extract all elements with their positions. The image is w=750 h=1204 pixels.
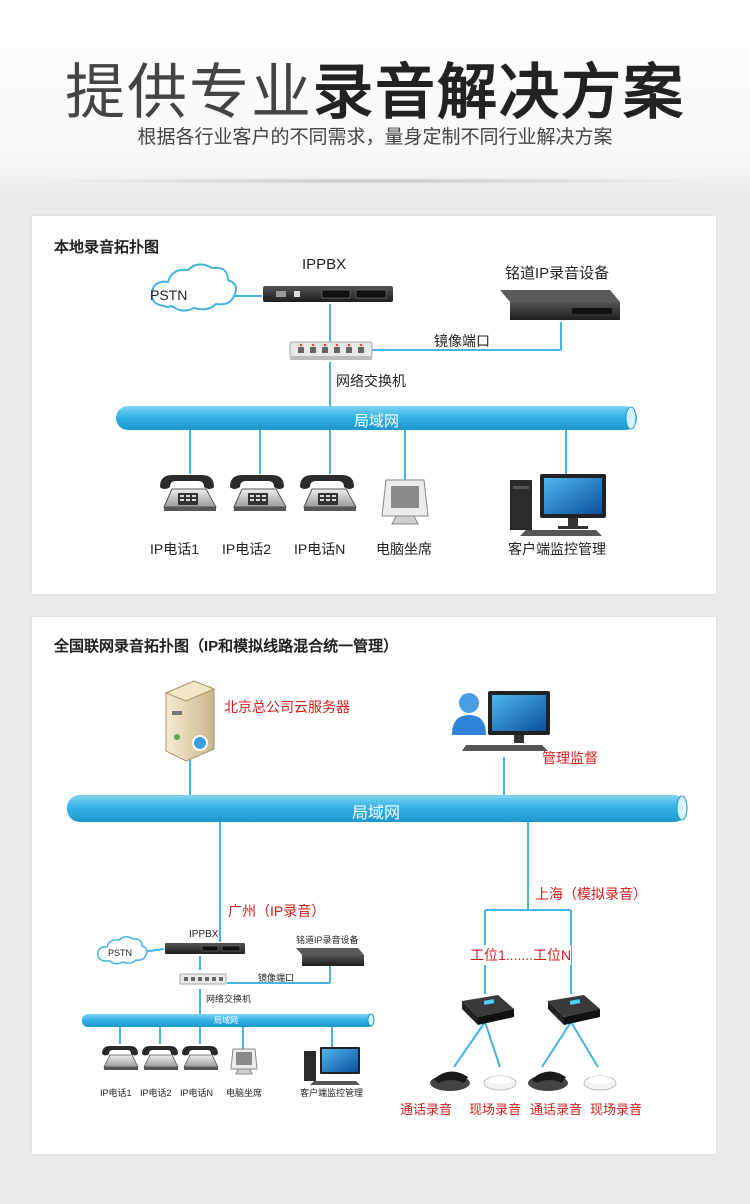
mini-ip-phone-n-icon xyxy=(182,1046,219,1070)
pstn-cloud-icon xyxy=(150,263,237,312)
national-topology-diagram xyxy=(67,680,688,1091)
client-monitoring-label: 客户端监控管理 xyxy=(508,541,606,557)
ip-recorder-device-icon xyxy=(500,290,620,320)
computer-seat-icon xyxy=(381,479,429,525)
call-recording-label-2: 通话录音 xyxy=(530,1102,583,1117)
mini-ippbx-device-icon xyxy=(165,943,245,954)
national-lan-pipe xyxy=(67,795,688,822)
mini-switch-icon xyxy=(179,973,227,985)
page-subtitle: 根据各行业客户的不同需求，量身定制不同行业解决方案 xyxy=(137,127,613,148)
mini-client-monitoring-label: 客户端监控管理 xyxy=(300,1088,364,1098)
pstn-label: PSTN xyxy=(150,287,188,303)
switch-label: 网络交换机 xyxy=(336,373,406,389)
mini-ip-phone-1-icon xyxy=(102,1046,139,1070)
mini-recorder-label: 铭道IP录音设备 xyxy=(296,935,359,945)
mini-ip-phone-n-label: IP电话N xyxy=(180,1088,214,1098)
network-switch-icon xyxy=(289,341,373,360)
ippbx-label: IPPBX xyxy=(302,256,347,273)
connection-lines xyxy=(189,295,567,484)
onsite-recording-label-1: 现场录音 xyxy=(469,1102,522,1117)
ippbx-device-icon xyxy=(263,286,393,302)
mirror-port-label: 镜像端口 xyxy=(434,333,490,349)
ip-phone-n-label: IP电话N xyxy=(294,541,346,557)
mini-pstn-cloud-icon xyxy=(97,936,148,965)
call-recording-label-1: 通话录音 xyxy=(400,1102,453,1117)
mini-mirror-port-label: 镜像端口 xyxy=(258,973,295,983)
ip-phone-n-icon xyxy=(300,475,357,511)
local-topology-diagram xyxy=(116,263,637,536)
shanghai-label: 上海（模拟录音） xyxy=(535,886,647,902)
mini-computer-seat-icon xyxy=(230,1048,258,1075)
beijing-server-label: 北京总公司云服务器 xyxy=(224,699,350,715)
mini-lan-pipe xyxy=(82,1013,375,1027)
mini-ippbx-label: IPPBX xyxy=(189,929,219,940)
mini-lan-label: 局域网 xyxy=(214,1016,238,1025)
ip-phone-1-label: IP电话1 xyxy=(150,541,200,557)
national-connection-lines xyxy=(119,752,599,1068)
ip-phone-2-label: IP电话2 xyxy=(222,541,272,557)
national-topology-panel: 全国联网录音拓扑图（IP和模拟线路混合统一管理） 北京总公司云服务器 管理监督 … xyxy=(32,617,716,1154)
mini-recorder-device-icon xyxy=(296,948,364,966)
local-topology-panel: 本地录音拓扑图 PSTN IPPBX 铭道IP录音设备 镜像端口 网络交换机 局… xyxy=(32,216,716,594)
mini-computer-seat-label: 电脑坐席 xyxy=(226,1088,263,1098)
call-recording-phone-2-icon xyxy=(528,1071,568,1091)
workstations-label: 工位1.......工位N xyxy=(470,945,572,965)
mini-switch-label: 网络交换机 xyxy=(206,994,252,1004)
onsite-recording-2-icon xyxy=(583,1075,617,1091)
title-bold: 录音解决方案 xyxy=(313,59,685,126)
national-topology-title: 全国联网录音拓扑图（IP和模拟线路混合统一管理） xyxy=(54,638,399,655)
onsite-recording-1-icon xyxy=(483,1075,517,1091)
onsite-recording-label-2: 现场录音 xyxy=(590,1102,643,1117)
management-monitor-icon xyxy=(452,691,550,751)
lan-pipe xyxy=(116,406,637,430)
mini-client-monitoring-icon xyxy=(304,1047,360,1085)
recorder-label: 铭道IP录音设备 xyxy=(505,265,610,282)
national-lan-label: 局域网 xyxy=(352,805,401,822)
mini-ip-phone-1-label: IP电话1 xyxy=(100,1088,132,1098)
header-divider xyxy=(30,178,720,184)
local-topology-title: 本地录音拓扑图 xyxy=(54,239,160,256)
page-title: 提供专业录音解决方案 xyxy=(0,44,750,131)
ip-phone-2-icon xyxy=(230,475,287,511)
analog-recorder-2-icon xyxy=(548,995,600,1025)
mini-pstn-label: PSTN xyxy=(108,948,133,958)
analog-recorder-1-icon xyxy=(462,995,514,1025)
client-monitoring-desktop-icon xyxy=(510,474,606,536)
beijing-cloud-server-icon xyxy=(164,680,216,762)
page-header: 提供专业录音解决方案 根据各行业客户的不同需求，量身定制不同行业解决方案 xyxy=(0,0,750,200)
management-label: 管理监督 xyxy=(542,750,598,766)
mini-ip-phone-2-label: IP电话2 xyxy=(140,1088,172,1098)
lan-label: 局域网 xyxy=(354,413,400,430)
computer-seat-label: 电脑坐席 xyxy=(376,541,432,557)
mini-ip-phone-2-icon xyxy=(142,1046,179,1070)
guangzhou-label: 广州（IP录音） xyxy=(228,903,326,919)
ip-phone-1-icon xyxy=(160,475,217,511)
call-recording-phone-1-icon xyxy=(430,1071,470,1091)
title-light: 提供专业 xyxy=(65,59,313,126)
